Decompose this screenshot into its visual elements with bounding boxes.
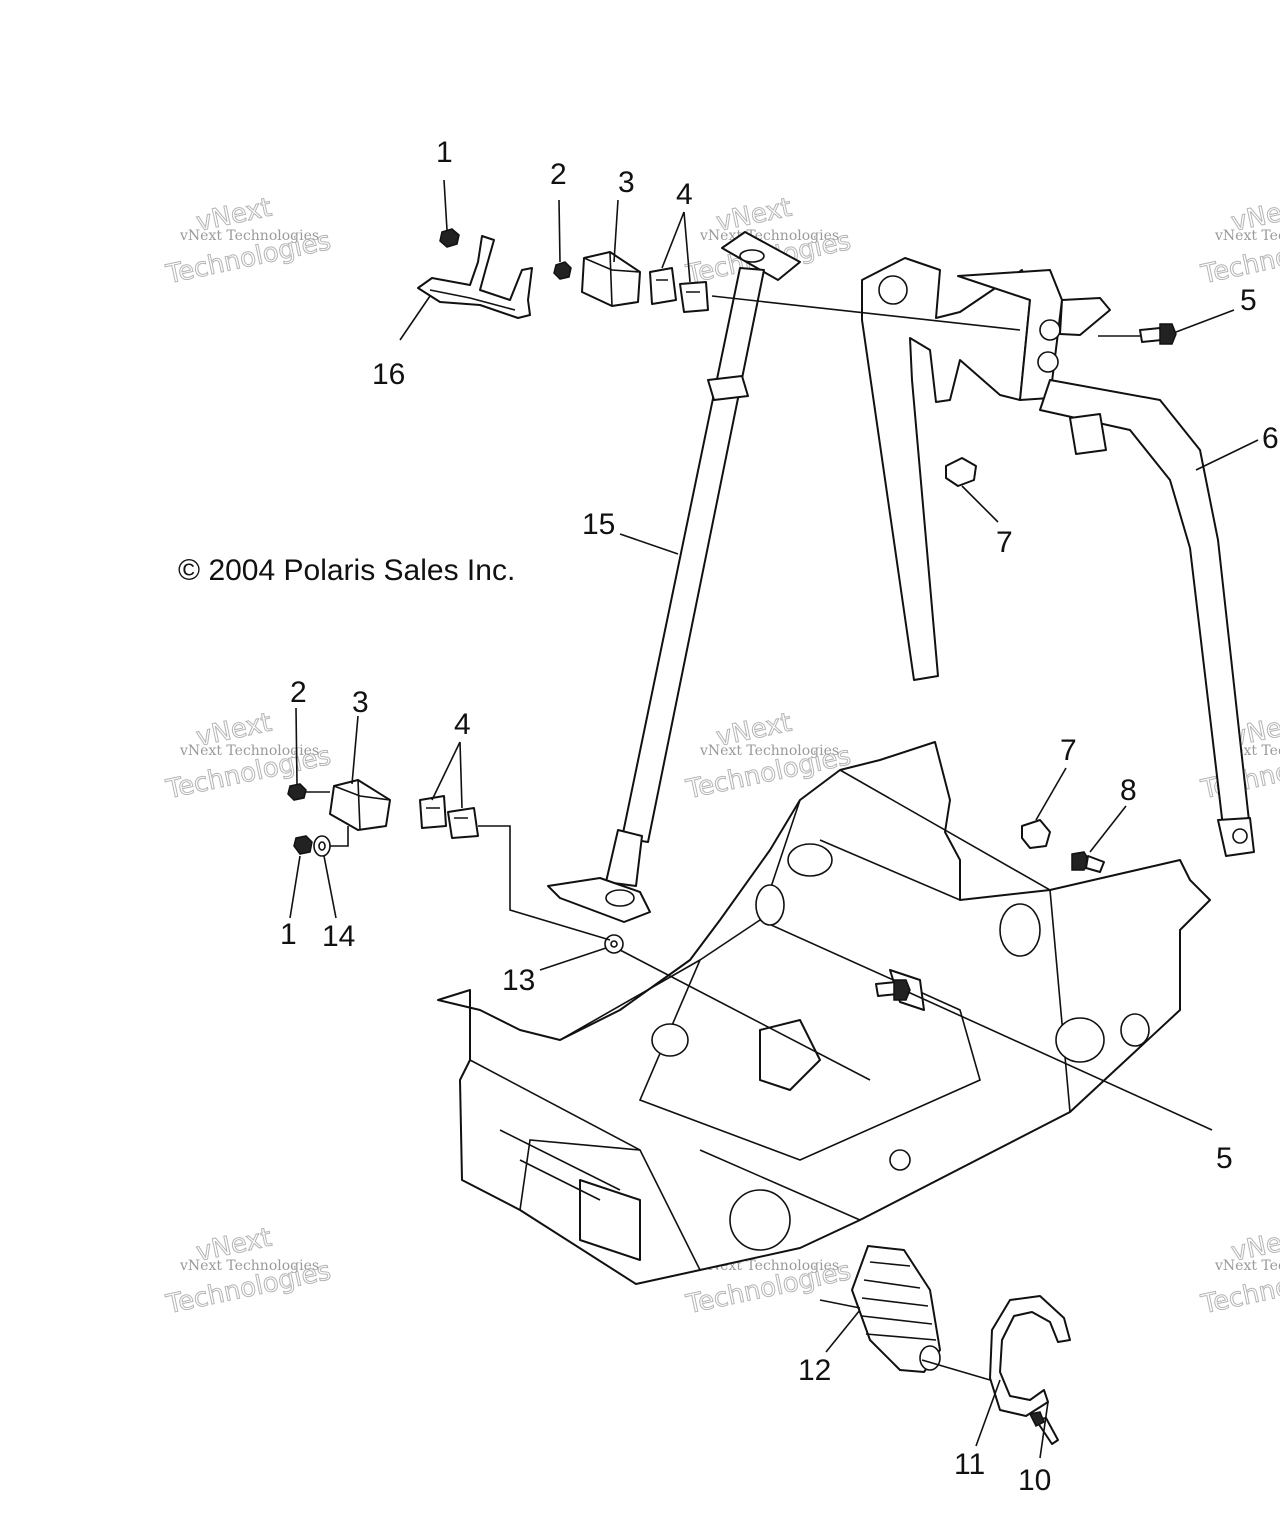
callout-4: 4 <box>454 708 471 741</box>
watermark-text: vNext Technologies <box>699 743 839 759</box>
callout-7: 7 <box>996 526 1013 559</box>
part-2-nut <box>553 261 572 280</box>
callouts: 1 2 3 4 5 6 7 15 16 2 3 4 1 14 7 8 13 5 … <box>280 136 1279 1497</box>
watermark-text: vNext Technologies <box>1214 1258 1280 1274</box>
copyright-text: © 2004 Polaris Sales Inc. <box>178 554 515 587</box>
watermark-text: vNext Technologies <box>179 743 319 759</box>
part-3-clamp-lower <box>329 779 391 831</box>
part-16-bracket <box>417 235 533 319</box>
part-1-nut-lower <box>293 835 313 855</box>
chassis <box>437 741 1211 1285</box>
callout-7: 7 <box>1060 734 1077 767</box>
leader-lines <box>289 179 1259 1459</box>
callout-3: 3 <box>352 686 369 719</box>
part-10-screw <box>1028 1411 1059 1445</box>
part-3-clamp <box>581 251 641 307</box>
callout-4: 4 <box>676 178 693 211</box>
watermark: vNext vNext Technologies Technologies <box>682 192 854 291</box>
part-15-steering-post <box>547 231 801 923</box>
callout-5: 5 <box>1216 1142 1233 1175</box>
part-8-bolt <box>1071 851 1105 873</box>
callout-6: 6 <box>1262 422 1279 455</box>
watermark: vNext vNext Technologies Technologies <box>162 707 334 806</box>
callout-8: 8 <box>1120 774 1137 807</box>
callout-1: 1 <box>436 136 453 169</box>
callout-11: 11 <box>954 1448 985 1481</box>
watermark-text: vNext Technologies <box>179 228 319 244</box>
callout-16: 16 <box>372 358 405 391</box>
part-1-nut <box>439 228 460 248</box>
callout-13: 13 <box>502 964 535 997</box>
part-4-bushings <box>649 267 709 313</box>
callout-12: 12 <box>798 1354 831 1387</box>
part-14-washer <box>313 835 331 857</box>
part-7-clip-lower <box>1021 819 1051 849</box>
watermark: vNext vNext Technologies Technologies <box>1197 192 1280 291</box>
part-12-boot <box>851 1245 941 1373</box>
part-11-clamp <box>989 1295 1071 1417</box>
part-6-frame <box>861 257 1255 857</box>
callout-5: 5 <box>1240 284 1257 317</box>
part-4-bushings-lower <box>419 795 479 839</box>
callout-10: 10 <box>1018 1464 1051 1497</box>
watermark: vNext vNext Technologies Technologies <box>1197 1222 1280 1321</box>
watermark: vNext vNext Technologies Technologies <box>162 1222 334 1321</box>
parts-drawing <box>287 228 1255 1445</box>
watermark-text: vNext Technologies <box>179 1258 319 1274</box>
part-2-nut-lower <box>287 783 307 801</box>
callout-15: 15 <box>582 508 615 541</box>
part-7-clip-upper <box>945 457 977 487</box>
callout-2: 2 <box>290 676 307 709</box>
callout-3: 3 <box>618 166 635 199</box>
callout-14: 14 <box>322 920 355 953</box>
callout-2: 2 <box>550 158 567 191</box>
part-5-bolt-lower <box>875 979 911 1001</box>
watermark: vNext vNext Technologies Technologies <box>162 192 334 291</box>
part-5-bolt-upper <box>1139 323 1177 345</box>
callout-1: 1 <box>280 918 297 951</box>
watermark-text: vNext Technologies <box>1214 228 1280 244</box>
